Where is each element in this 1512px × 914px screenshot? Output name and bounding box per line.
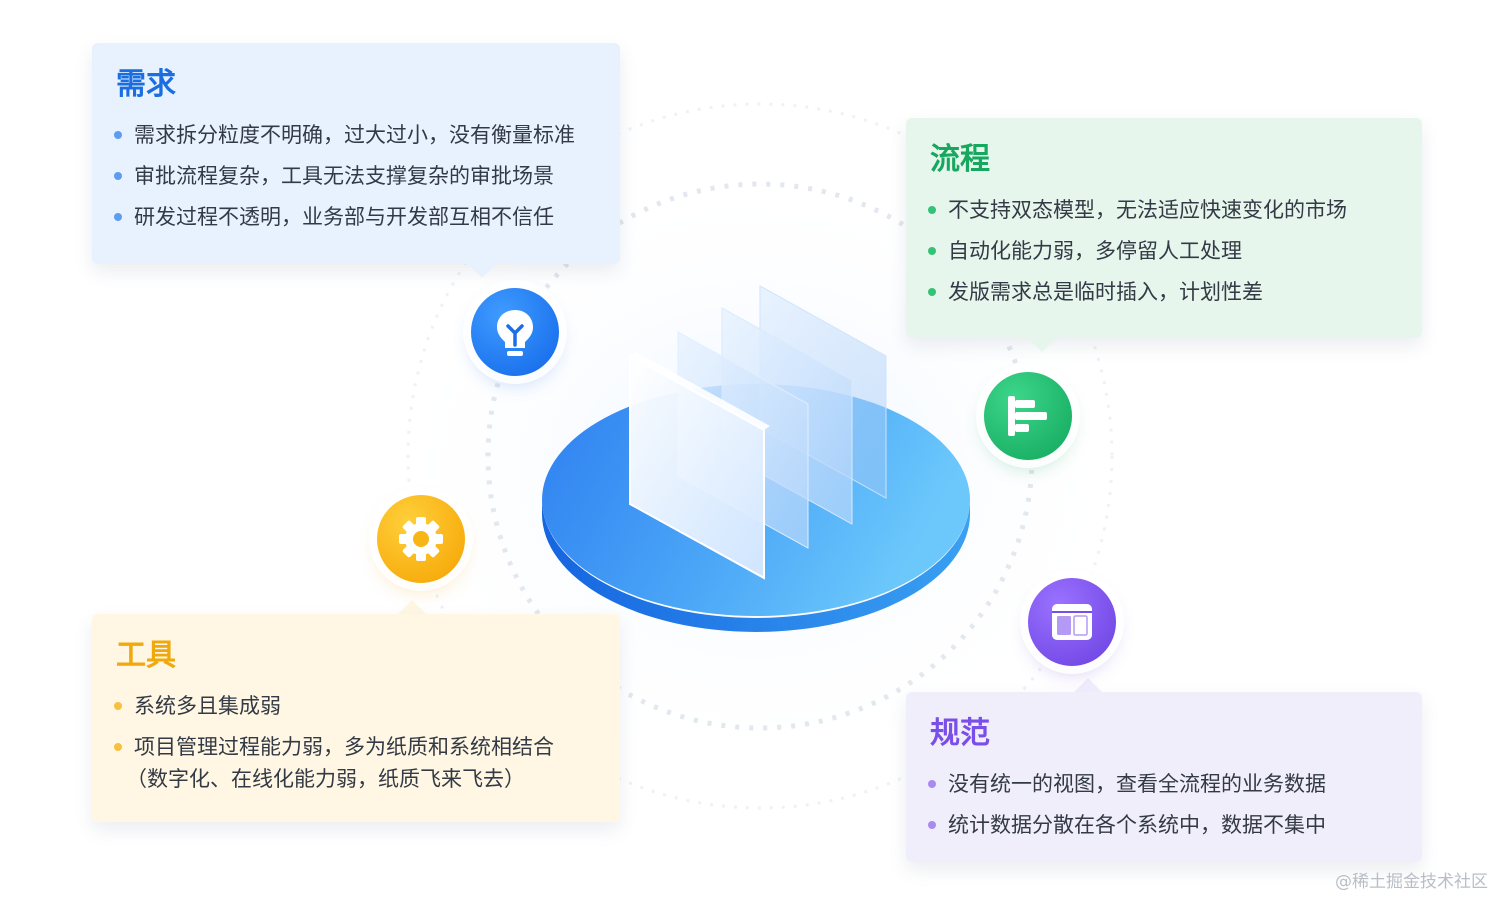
lightbulb-icon [471,288,559,376]
bullet-dot [928,288,936,296]
process-list: 不支持双态模型，无法适应快速变化的市场 自动化能力弱，多停留人工处理 发版需求总… [928,194,1347,317]
list-item-text: 发版需求总是临时插入，计划性差 [948,280,1263,304]
list-item-text: 审批流程复杂，工具无法支撑复杂的审批场景 [134,164,554,188]
list-item: 研发过程不透明，业务部与开发部互相不信任 [114,201,575,233]
list-item: 不支持双态模型，无法适应快速变化的市场 [928,194,1347,226]
gear-icon [377,495,465,583]
list-item: 统计数据分散在各个系统中，数据不集中 [928,809,1326,841]
process-card: 流程 不支持双态模型，无法适应快速变化的市场 自动化能力弱，多停留人工处理 发版… [906,118,1422,338]
list-item: 自动化能力弱，多停留人工处理 [928,235,1347,267]
list-item: 系统多且集成弱 [114,690,554,722]
window-layout-icon [1028,578,1116,666]
bullet-dot [114,213,122,221]
bullet-dot [928,821,936,829]
list-item-text: 需求拆分粒度不明确，过大过小，没有衡量标准 [134,123,575,147]
list-item-text: 研发过程不透明，业务部与开发部互相不信任 [134,205,554,229]
standards-card-pointer [1074,678,1102,692]
requirements-title: 需求 [116,67,176,102]
bullet-dot [928,206,936,214]
requirements-list: 需求拆分粒度不明确，过大过小，没有衡量标准 审批流程复杂，工具无法支撑复杂的审批… [114,119,575,242]
standards-list: 没有统一的视图，查看全流程的业务数据 统计数据分散在各个系统中，数据不集中 [928,768,1326,850]
bullet-dot [114,743,122,751]
bullet-dot [114,172,122,180]
tools-list: 系统多且集成弱 项目管理过程能力弱，多为纸质和系统相结合 （数字化、在线化能力弱… [114,690,554,804]
list-item-text: 没有统一的视图，查看全流程的业务数据 [948,772,1326,796]
standards-title: 规范 [930,716,990,751]
tools-card: 工具 系统多且集成弱 项目管理过程能力弱，多为纸质和系统相结合 （数字化、在线化… [92,614,620,822]
bullet-dot [114,702,122,710]
list-item: 没有统一的视图，查看全流程的业务数据 [928,768,1326,800]
list-item: 审批流程复杂，工具无法支撑复杂的审批场景 [114,160,575,192]
process-title: 流程 [930,142,990,177]
watermark: @稀土掘金技术社区 [1335,872,1488,892]
list-item-text: 项目管理过程能力弱，多为纸质和系统相结合 [134,735,554,759]
bullet-dot [928,780,936,788]
bullet-dot [928,247,936,255]
standards-card: 规范 没有统一的视图，查看全流程的业务数据 统计数据分散在各个系统中，数据不集中 [906,692,1422,862]
gantt-bars-icon [984,372,1072,460]
list-item: 项目管理过程能力弱，多为纸质和系统相结合 （数字化、在线化能力弱，纸质飞来飞去） [114,731,554,795]
list-item-text: 自动化能力弱，多停留人工处理 [948,239,1242,263]
tools-card-pointer [398,600,426,614]
list-item-text: 统计数据分散在各个系统中，数据不集中 [948,813,1326,837]
list-item: 发版需求总是临时插入，计划性差 [928,276,1347,308]
list-item: 需求拆分粒度不明确，过大过小，没有衡量标准 [114,119,575,151]
requirements-card-pointer [468,264,496,278]
list-item-continuation: （数字化、在线化能力弱，纸质飞来飞去） [126,767,525,791]
requirements-card: 需求 需求拆分粒度不明确，过大过小，没有衡量标准 审批流程复杂，工具无法支撑复杂… [92,43,620,264]
process-card-pointer [1028,338,1056,352]
list-item-text: 系统多且集成弱 [134,694,281,718]
tools-title: 工具 [116,638,176,673]
list-item-text: 不支持双态模型，无法适应快速变化的市场 [948,198,1347,222]
bullet-dot [114,131,122,139]
